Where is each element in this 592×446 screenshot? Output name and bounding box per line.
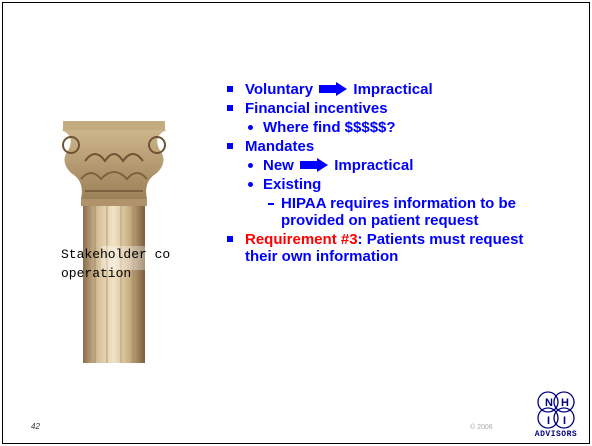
bullet-hipaa: HIPAA requires information to be provide… [225, 195, 535, 229]
bullet-new: New Impractical [225, 157, 535, 174]
bullet-financial-incentives: Financial incentives [225, 100, 535, 117]
right-arrow-icon [300, 158, 329, 172]
corinthian-column-icon [55, 121, 173, 363]
nhii-advisors-logo: N H I I ADVISORS [528, 390, 584, 442]
svg-text:H: H [561, 397, 569, 409]
page-number: 42 [31, 422, 40, 431]
square-bullet-icon [227, 105, 233, 111]
bullet-where-find: Where find $$$$$? [225, 119, 535, 136]
column-caption: Stakeholder cooperation [61, 247, 171, 281]
square-bullet-icon [227, 86, 233, 92]
dot-bullet-icon [248, 182, 253, 187]
square-bullet-icon [227, 143, 233, 149]
square-bullet-icon [227, 236, 233, 242]
bullet-mandates: Mandates [225, 138, 535, 155]
bullet-list: Voluntary Impractical Financial incentiv… [225, 81, 535, 267]
logo-mark-icon: N H I I [537, 391, 575, 429]
requirement-label: Requirement #3 [245, 231, 358, 248]
svg-text:I: I [547, 415, 550, 427]
bullet-requirement-3: Requirement #3: Patients must request th… [225, 231, 535, 265]
svg-text:I: I [563, 415, 566, 427]
logo-text: ADVISORS [534, 430, 578, 439]
dot-bullet-icon [248, 163, 253, 168]
right-arrow-icon [319, 82, 348, 96]
copyright: © 2006 [470, 424, 493, 431]
dot-bullet-icon [248, 125, 253, 130]
dash-bullet-icon [268, 203, 274, 205]
bullet-voluntary: Voluntary Impractical [225, 81, 535, 98]
svg-text:N: N [545, 397, 553, 409]
bullet-existing: Existing [225, 176, 535, 193]
